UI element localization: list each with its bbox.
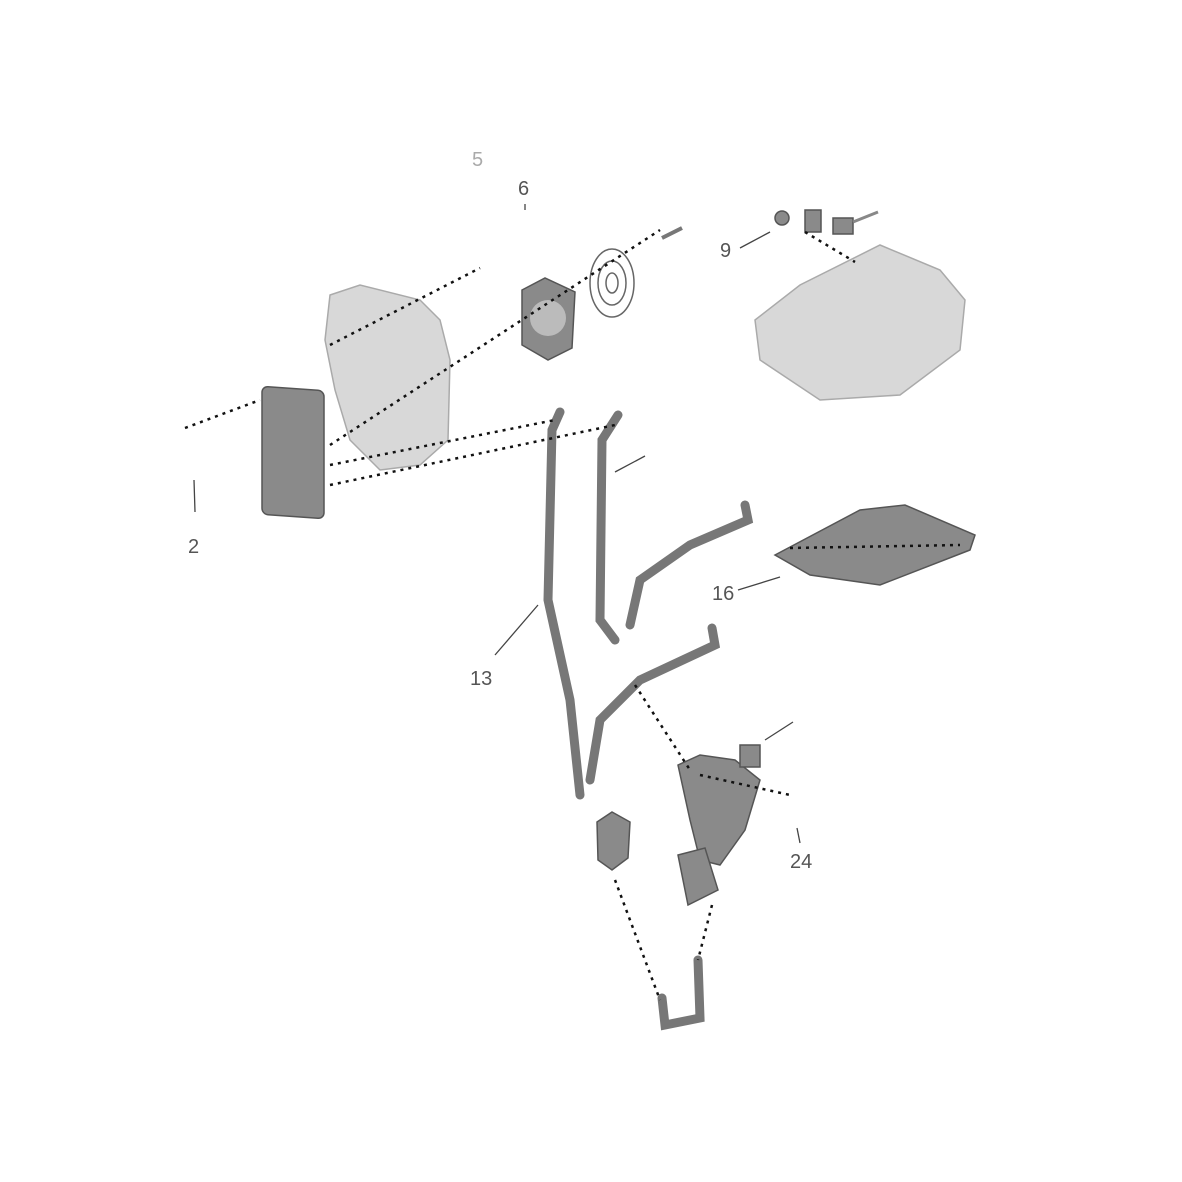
fan-guard — [589, 248, 635, 318]
callout-13: 13 — [470, 668, 492, 690]
callout-24: 24 — [790, 851, 812, 873]
assembly-lines — [184, 228, 961, 1001]
callout-5: 5 — [472, 149, 483, 171]
radiator-shroud — [324, 284, 451, 471]
reservoir-cap — [739, 744, 761, 768]
bolt — [661, 226, 683, 240]
connector — [832, 217, 854, 235]
cold-plate — [773, 504, 976, 586]
callout-9: 9 — [720, 240, 731, 262]
controller-unit — [754, 244, 966, 401]
hose-lower — [585, 623, 721, 785]
radiator — [261, 385, 325, 520]
grommet — [774, 210, 790, 226]
hose-mid — [625, 500, 754, 630]
fan-hub — [530, 300, 566, 336]
coolant-reservoir — [677, 754, 761, 866]
bracket — [804, 209, 822, 233]
hose-upper — [595, 410, 623, 645]
sensor — [596, 811, 631, 871]
reservoir-bracket — [677, 847, 719, 907]
leader-lines — [193, 204, 801, 844]
hose-13 — [543, 407, 585, 800]
callout-6: 6 — [518, 178, 529, 200]
hose-bottom — [657, 955, 705, 1031]
callout-2: 2 — [188, 536, 199, 558]
callout-16: 16 — [712, 583, 734, 605]
